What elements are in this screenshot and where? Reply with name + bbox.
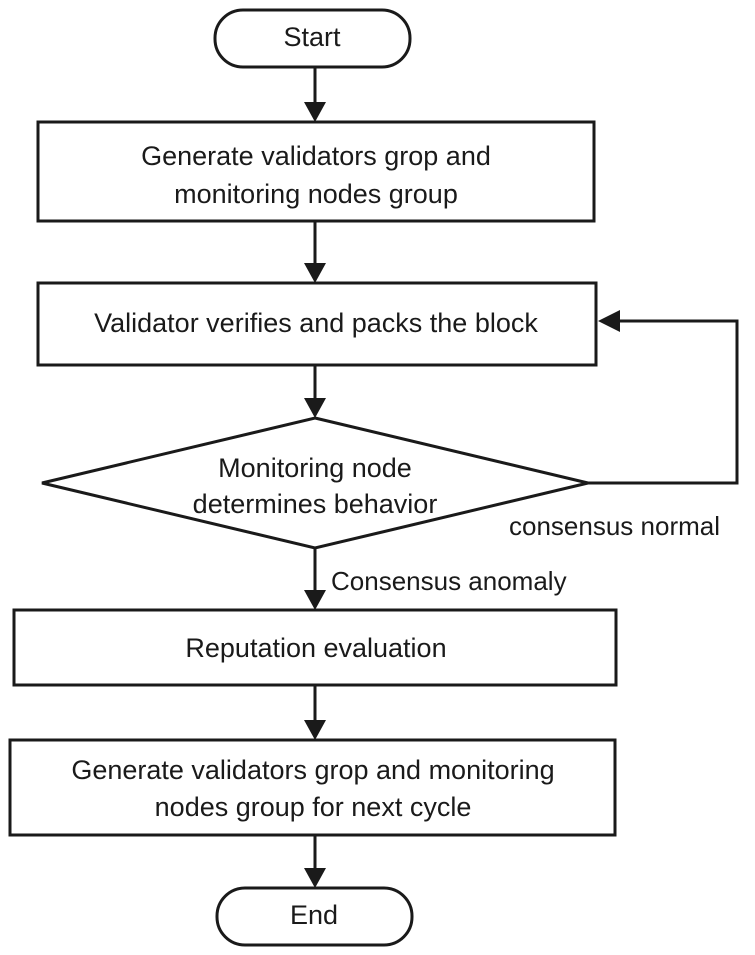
generate-groups-node: Generate validators grop and monitoring … <box>36 120 596 223</box>
validator-packs-shape <box>36 281 598 367</box>
consensus-anomaly-label: Consensus anomaly <box>331 566 567 596</box>
start-node: Start <box>213 8 412 69</box>
arrow-consensus-normal-loop <box>588 310 739 485</box>
consensus-normal-label: consensus normal <box>509 511 720 541</box>
monitoring-decision-line-1: Monitoring node <box>218 453 412 483</box>
reputation-node: Reputation evaluation <box>12 608 618 687</box>
arrow-generate-next-to-end <box>304 835 326 888</box>
start-shape <box>213 8 412 69</box>
generate-groups-line-2: monitoring nodes group <box>174 179 458 209</box>
arrow-generate-to-validator <box>304 221 326 283</box>
reputation-shape <box>12 608 618 687</box>
generate-next-line-1: Generate validators grop and monitoring <box>71 755 554 785</box>
start-label: Start <box>283 22 341 52</box>
monitoring-decision-line-2: determines behavior <box>193 489 438 519</box>
generate-next-shape <box>8 738 617 837</box>
end-node: End <box>215 886 414 947</box>
generate-groups-shape <box>36 120 596 223</box>
arrow-reputation-to-generate-next <box>304 685 326 740</box>
end-shape <box>215 886 414 947</box>
reputation-label: Reputation evaluation <box>185 633 446 663</box>
validator-packs-label: Validator verifies and packs the block <box>94 308 538 338</box>
arrow-start-to-generate <box>304 67 326 122</box>
generate-next-line-2: nodes group for next cycle <box>155 792 472 822</box>
validator-packs-node: Validator verifies and packs the block <box>36 281 598 367</box>
arrow-validator-to-decision <box>304 365 326 418</box>
arrow-decision-to-reputation <box>304 548 326 610</box>
monitoring-decision-node: Monitoring node determines behavior <box>41 416 589 550</box>
generate-groups-line-1: Generate validators grop and <box>141 141 491 171</box>
end-label: End <box>290 900 338 930</box>
generate-next-node: Generate validators grop and monitoring … <box>8 738 617 837</box>
